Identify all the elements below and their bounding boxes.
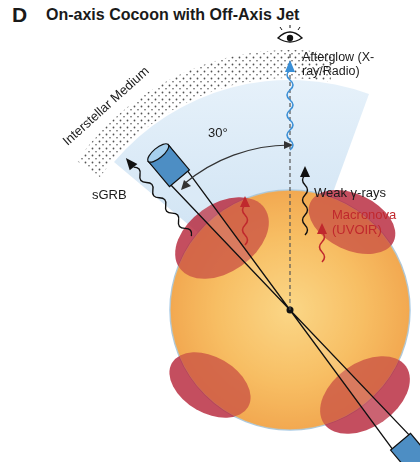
sgrb-label: sGRB [92,188,127,203]
macronova-label: Macronova (UVOIR) [332,208,408,238]
gamma-label: Weak γ-rays [314,186,386,201]
afterglow-label: Afterglow (X-ray/Radio) [302,50,386,79]
angle-label: 30° [208,126,228,141]
jet [122,132,420,462]
angle-arc [184,145,290,184]
observer-eye [278,25,302,42]
panel-title: On-axis Cocoon with Off-Axis Jet [46,6,299,24]
panel-letter: D [12,3,27,27]
